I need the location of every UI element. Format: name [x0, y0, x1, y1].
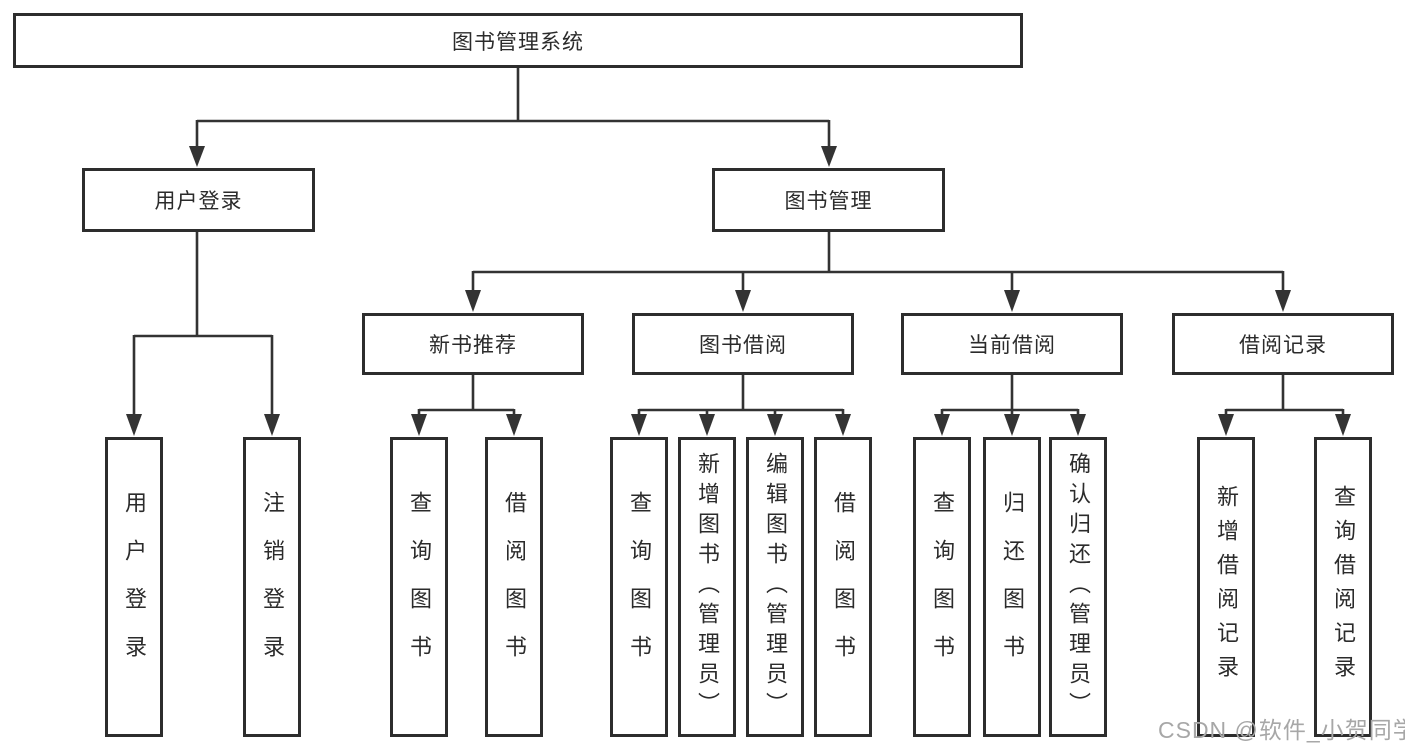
- node-label: 查询图书: [627, 491, 652, 683]
- leaf-user-login: 用户登录: [105, 437, 163, 737]
- node-label: 用户登录: [154, 190, 243, 213]
- leaf-query-books-current: 查询图书: [913, 437, 971, 737]
- leaf-borrow-books-recommend: 借阅图书: [485, 437, 543, 737]
- node-label: 借阅记录: [1239, 334, 1327, 357]
- node-label: 新增图书（管理员）: [695, 452, 720, 722]
- node-current-borrow: 当前借阅: [901, 313, 1123, 375]
- connector-root-to-level2: [195, 68, 831, 148]
- connector-borrow-records-to-leaves: [1224, 375, 1345, 417]
- node-label: 借阅图书: [831, 491, 856, 683]
- node-label: 当前借阅: [968, 334, 1056, 357]
- connector-user-login-to-leaves: [132, 232, 274, 416]
- node-book-management: 图书管理: [712, 168, 945, 232]
- leaf-logout: 注销登录: [243, 437, 301, 737]
- leaf-edit-books-admin: 编辑图书（管理员）: [746, 437, 804, 737]
- node-label: 图书管理: [784, 190, 873, 213]
- node-label: 图书借阅: [699, 334, 787, 357]
- node-label: 归还图书: [1000, 491, 1025, 683]
- node-new-book-recommend: 新书推荐: [362, 313, 584, 375]
- node-library-management-system: 图书管理系统: [13, 13, 1023, 68]
- leaf-add-books-admin: 新增图书（管理员）: [678, 437, 736, 737]
- leaf-borrow-books: 借阅图书: [814, 437, 872, 737]
- node-label: 查询借阅记录: [1331, 485, 1356, 689]
- leaf-return-books: 归还图书: [983, 437, 1041, 737]
- connector-book-borrow-to-leaves: [637, 375, 845, 417]
- node-label: 新增借阅记录: [1214, 485, 1239, 689]
- leaf-query-books-borrow: 查询图书: [610, 437, 668, 737]
- node-label: 编辑图书（管理员）: [763, 452, 788, 722]
- arrowheads: [126, 146, 1351, 436]
- node-label: 查询图书: [930, 491, 955, 683]
- node-label: 确认归还（管理员）: [1066, 452, 1091, 722]
- connector-current-borrow-to-leaves: [940, 375, 1080, 417]
- node-user-login: 用户登录: [82, 168, 315, 232]
- leaf-query-borrow-record: 查询借阅记录: [1314, 437, 1372, 737]
- leaf-add-borrow-record: 新增借阅记录: [1197, 437, 1255, 737]
- csdn-watermark: CSDN @软件_小贺同学: [1158, 717, 1405, 743]
- node-label: 注销登录: [260, 491, 285, 683]
- node-label: 新书推荐: [429, 334, 517, 357]
- connector-new-book-recommend-to-leaves: [417, 375, 516, 417]
- node-label: 用户登录: [122, 491, 147, 683]
- leaf-query-books-recommend: 查询图书: [390, 437, 448, 737]
- node-label: 借阅图书: [502, 491, 527, 683]
- node-book-borrow: 图书借阅: [632, 313, 854, 375]
- node-borrow-records: 借阅记录: [1172, 313, 1394, 375]
- node-label: 查询图书: [407, 491, 432, 683]
- connector-book-management-to-level3: [471, 232, 1285, 292]
- leaf-confirm-return-admin: 确认归还（管理员）: [1049, 437, 1107, 737]
- node-label: 图书管理系统: [452, 30, 584, 54]
